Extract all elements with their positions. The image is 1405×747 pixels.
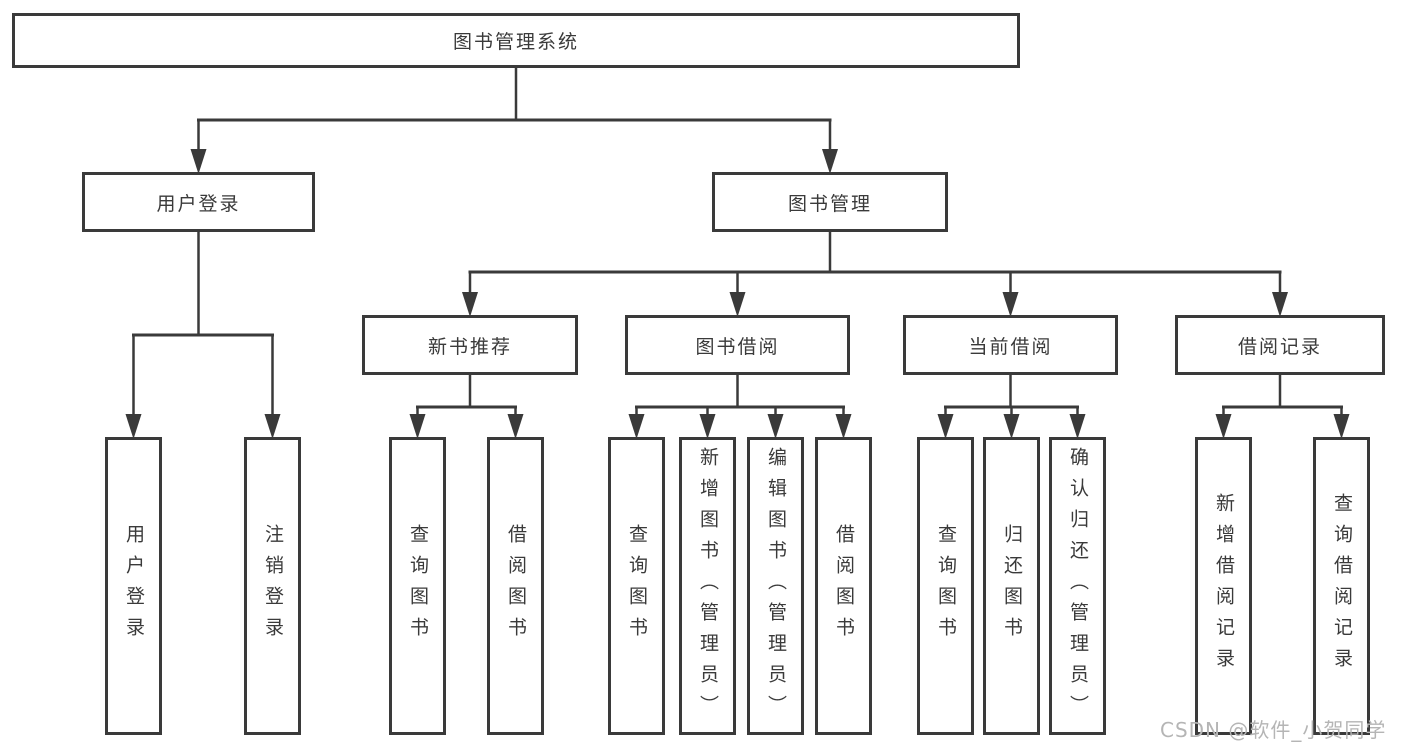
leaf-cur-query: 查询图书	[917, 437, 974, 735]
leaf-bw-query-label: 查询图书	[626, 524, 648, 648]
leaf-logout-label: 注销登录	[262, 524, 284, 648]
node-new-book-label: 新书推荐	[427, 335, 512, 358]
node-borrow-records: 借阅记录	[1175, 315, 1385, 375]
leaf-nb-query: 查询图书	[389, 437, 446, 735]
leaf-logout: 注销登录	[244, 437, 301, 735]
leaf-user-login: 用户登录	[105, 437, 162, 735]
leaf-cur-confirm: 确认归还（管理员）	[1049, 437, 1106, 735]
leaf-bw-add-label: 新增图书（管理员）	[697, 446, 719, 726]
leaf-rec-query: 查询借阅记录	[1313, 437, 1370, 735]
leaf-user-login-label: 用户登录	[123, 524, 145, 648]
leaf-bw-query: 查询图书	[608, 437, 665, 735]
watermark: CSDN @软件_小贺同学	[1160, 718, 1387, 742]
node-current-borrow: 当前借阅	[903, 315, 1118, 375]
leaf-bw-borrow: 借阅图书	[815, 437, 872, 735]
leaf-cur-confirm-label: 确认归还（管理员）	[1067, 446, 1089, 726]
node-new-book: 新书推荐	[362, 315, 578, 375]
node-user-login-label: 用户登录	[156, 192, 241, 215]
leaf-nb-query-label: 查询图书	[407, 524, 429, 648]
node-book-mgmt: 图书管理	[712, 172, 948, 232]
node-root-label: 图书管理系统	[452, 31, 579, 53]
leaf-bw-add: 新增图书（管理员）	[679, 437, 736, 735]
leaf-nb-borrow-label: 借阅图书	[505, 524, 527, 648]
node-borrow-records-label: 借阅记录	[1237, 335, 1322, 358]
leaf-bw-borrow-label: 借阅图书	[833, 524, 855, 648]
leaf-rec-add: 新增借阅记录	[1195, 437, 1252, 735]
node-current-borrow-label: 当前借阅	[968, 335, 1053, 358]
leaf-cur-query-label: 查询图书	[935, 524, 957, 648]
node-root: 图书管理系统	[12, 13, 1020, 68]
node-user-login: 用户登录	[82, 172, 315, 232]
leaf-cur-return: 归还图书	[983, 437, 1040, 735]
leaf-bw-edit-label: 编辑图书（管理员）	[765, 446, 787, 726]
leaf-bw-edit: 编辑图书（管理员）	[747, 437, 804, 735]
leaf-rec-query-label: 查询借阅记录	[1331, 493, 1353, 679]
leaf-rec-add-label: 新增借阅记录	[1213, 493, 1235, 679]
leaf-nb-borrow: 借阅图书	[487, 437, 544, 735]
node-book-borrow: 图书借阅	[625, 315, 850, 375]
leaf-cur-return-label: 归还图书	[1001, 524, 1023, 648]
node-book-mgmt-label: 图书管理	[787, 192, 872, 215]
node-book-borrow-label: 图书借阅	[695, 335, 780, 358]
